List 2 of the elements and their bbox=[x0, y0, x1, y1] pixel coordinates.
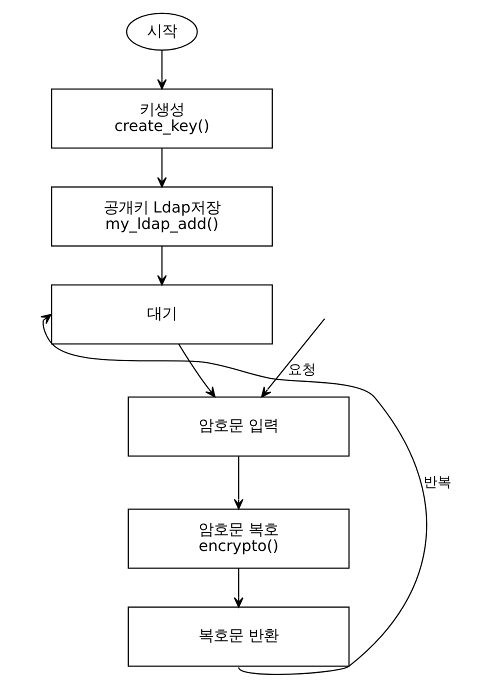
edge-label: 요청 bbox=[288, 362, 316, 378]
edge-label: 반복 bbox=[424, 474, 452, 490]
